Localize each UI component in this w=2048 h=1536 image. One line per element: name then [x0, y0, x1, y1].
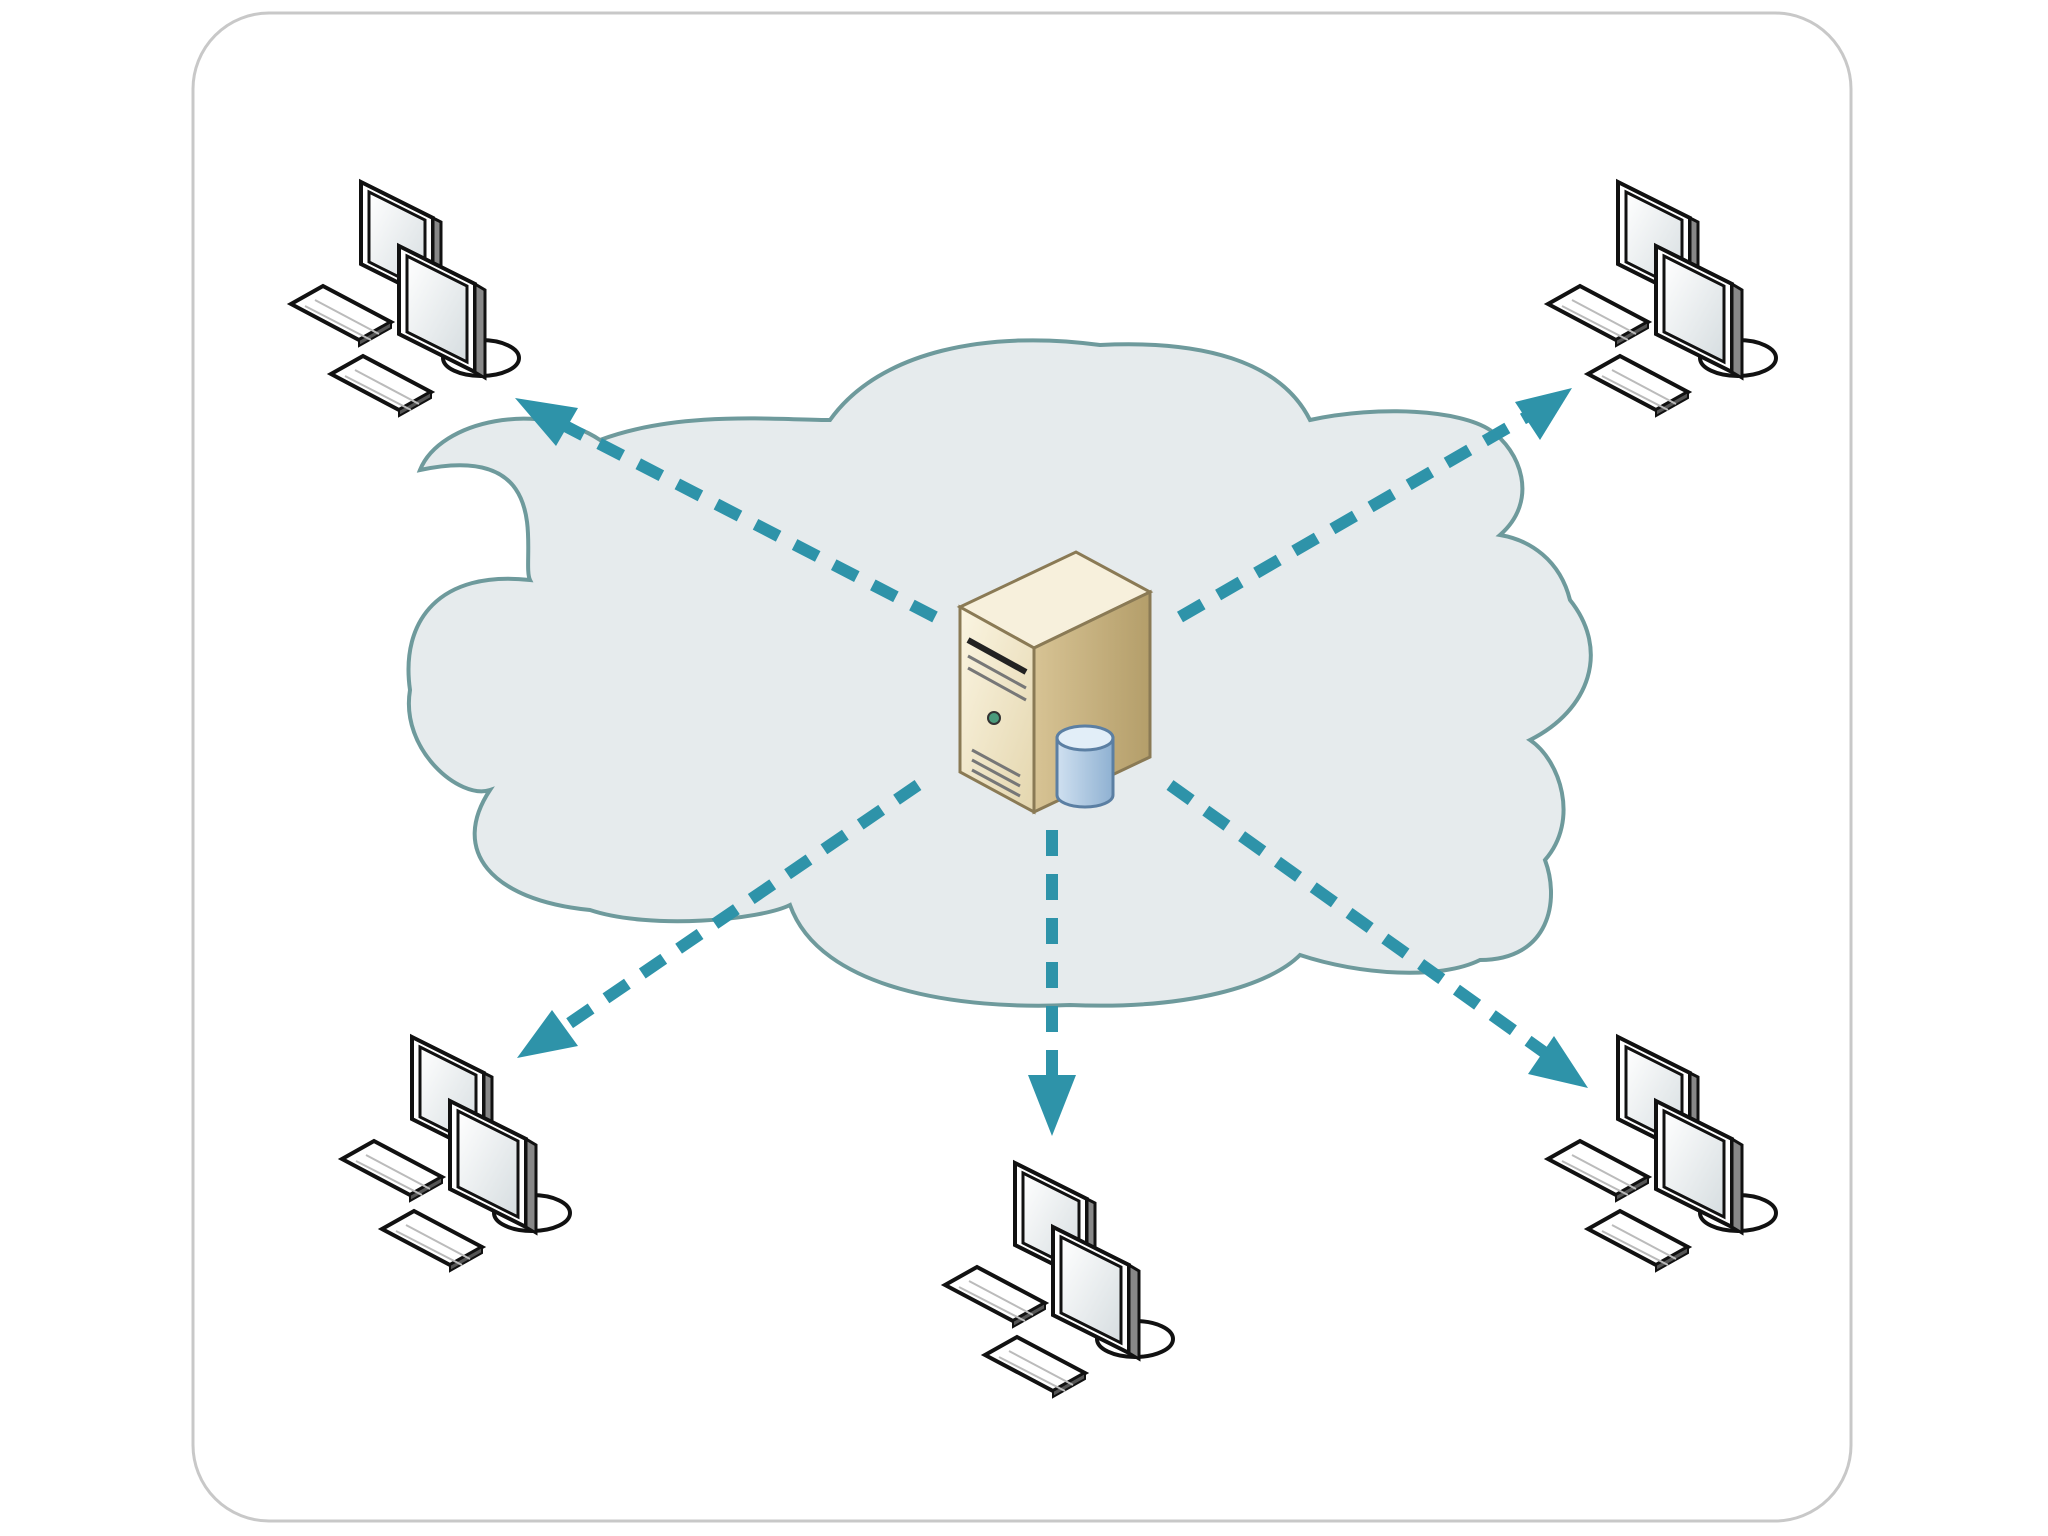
arrowhead-bottom-center [1028, 1075, 1076, 1136]
arrow-to-top-right [1176, 406, 1539, 623]
arrow-to-top-left [537, 407, 938, 623]
database-cylinder-icon [1055, 724, 1115, 809]
arrow-to-bottom-right [1166, 780, 1559, 1065]
arrowhead-bottom-left [517, 1010, 578, 1058]
arrowhead-top-left [515, 398, 578, 446]
arrow-heads [515, 388, 1588, 1136]
database-server-icon [956, 550, 1154, 815]
arrowhead-bottom-right [1528, 1036, 1588, 1088]
connection-arrows [537, 406, 1559, 1100]
arrow-to-bottom-left [541, 780, 922, 1045]
arrowhead-top-right [1515, 388, 1572, 440]
